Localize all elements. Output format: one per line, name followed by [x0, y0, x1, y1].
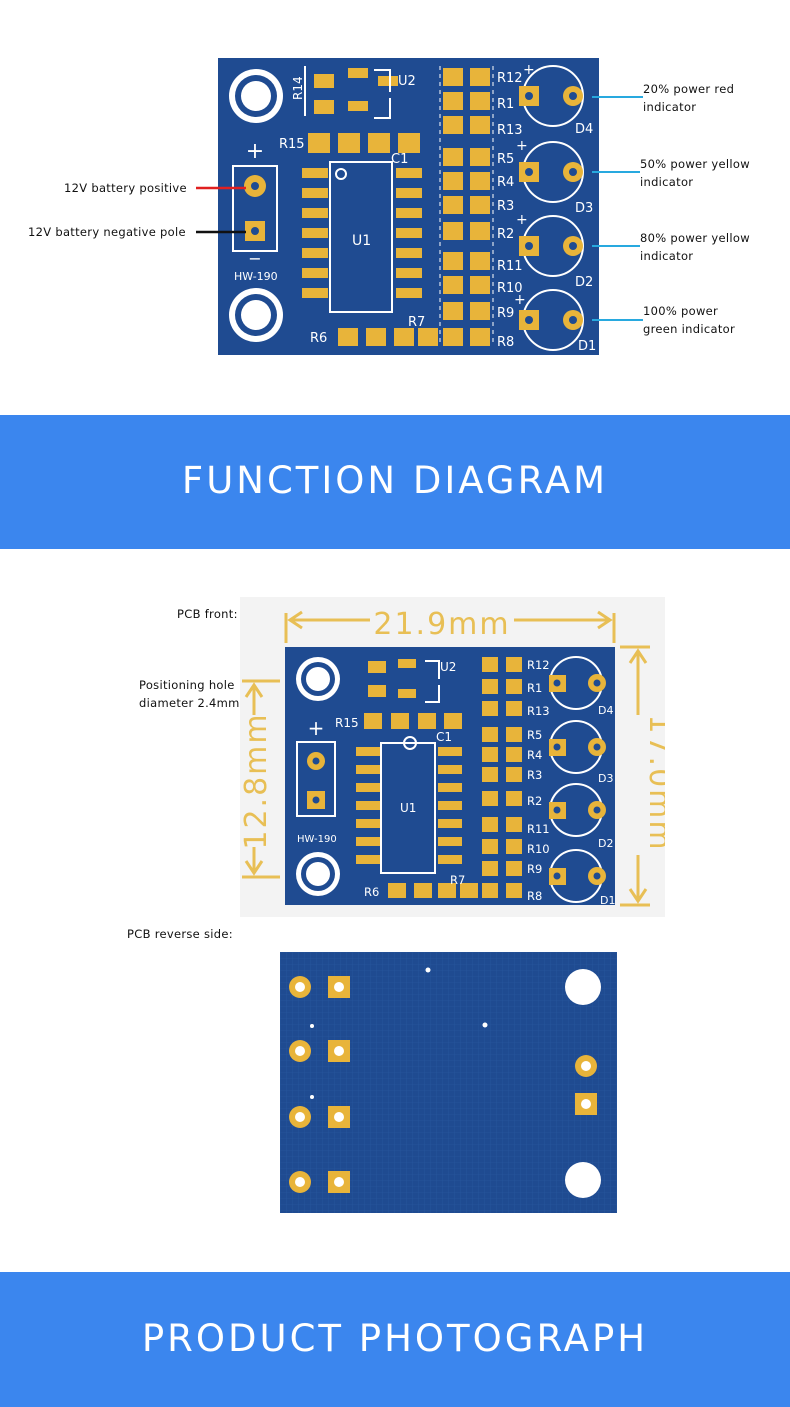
chip-label: U1 [352, 233, 371, 249]
svg-text:U1: U1 [400, 801, 416, 815]
model-label: HW-190 [234, 270, 278, 283]
svg-text:R11: R11 [497, 259, 523, 274]
minus-mark: − [248, 249, 261, 268]
svg-text:R5: R5 [527, 728, 542, 742]
led-d1: + D1 [514, 289, 596, 354]
d2-label-line1: 80% power yellow [640, 231, 750, 245]
dimension-lines [242, 610, 650, 907]
svg-text:R12: R12 [497, 71, 523, 86]
svg-text:+: + [516, 138, 528, 154]
hole-label-line2: diameter 2.4mm [139, 696, 240, 710]
svg-text:+: + [308, 716, 325, 740]
svg-text:R13: R13 [527, 704, 550, 718]
svg-text:R1: R1 [527, 681, 542, 695]
svg-text:C1: C1 [436, 730, 452, 744]
svg-text:+: + [516, 212, 528, 228]
product-photograph-banner: PRODUCT PHOTOGRAPH [0, 1272, 790, 1407]
plus-mark: + [246, 139, 264, 164]
svg-text:R8: R8 [497, 335, 514, 350]
right-height-dimension: 17.0mm [642, 714, 665, 851]
battery-negative-label: 12V battery negative pole [28, 225, 186, 239]
svg-text:R3: R3 [527, 768, 542, 782]
pcb-reverse-photo [280, 952, 617, 1213]
svg-text:R15: R15 [335, 716, 359, 730]
svg-text:R8: R8 [527, 889, 542, 903]
led-d2: + D2 [516, 212, 593, 290]
d3-label-line2: indicator [640, 175, 694, 189]
svg-text:R15: R15 [279, 137, 305, 152]
function-diagram-title: FUNCTION DIAGRAM [181, 459, 609, 502]
mounting-hole-bottom [229, 288, 283, 342]
svg-text:+: + [523, 62, 535, 78]
svg-text:D3: D3 [575, 201, 593, 216]
mounting-hole-top [229, 69, 283, 123]
battery-positive-label: 12V battery positive [64, 181, 187, 195]
width-dimension: 21.9mm [373, 607, 510, 642]
svg-text:R10: R10 [527, 842, 550, 856]
function-diagram-banner: FUNCTION DIAGRAM [0, 415, 790, 549]
svg-text:R10: R10 [497, 281, 523, 296]
svg-text:R6: R6 [364, 885, 379, 899]
led-d4: + D4 [519, 62, 593, 137]
svg-text:D2: D2 [598, 837, 613, 850]
d2-label-line2: indicator [640, 249, 694, 263]
svg-text:C1: C1 [391, 152, 408, 167]
svg-text:R9: R9 [527, 862, 542, 876]
svg-text:+: + [514, 292, 526, 308]
svg-text:D1: D1 [578, 339, 596, 354]
pcb-front-diagram: + − HW-190 U2 R14 R15 C1 U1 [218, 58, 599, 355]
d4-label-line1: 20% power red [643, 82, 735, 96]
hole-label-line1: Positioning hole [139, 678, 235, 692]
svg-text:U2: U2 [398, 74, 416, 89]
d1-label-line2: green indicator [643, 322, 735, 336]
svg-text:R7: R7 [408, 315, 425, 330]
svg-text:D1: D1 [600, 894, 615, 907]
svg-text:R7: R7 [450, 873, 465, 887]
product-photograph-title: PRODUCT PHOTOGRAPH [141, 1317, 649, 1360]
svg-text:R4: R4 [497, 175, 514, 190]
svg-text:R14: R14 [291, 76, 305, 100]
svg-text:D4: D4 [598, 704, 613, 717]
svg-text:R4: R4 [527, 748, 542, 762]
leader-lines [196, 96, 643, 321]
left-height-dimension: 12.8mm [240, 712, 274, 849]
d4-label-line2: indicator [643, 100, 697, 114]
svg-text:R3: R3 [497, 199, 514, 214]
svg-text:HW-190: HW-190 [297, 834, 337, 845]
svg-text:R6: R6 [310, 331, 327, 346]
svg-text:U2: U2 [440, 660, 456, 674]
svg-text:R5: R5 [497, 152, 514, 167]
svg-text:R12: R12 [527, 658, 550, 672]
d3-label-line1: 50% power yellow [640, 157, 750, 171]
pcb-reverse-label: PCB reverse side: [127, 927, 233, 941]
svg-text:R1: R1 [497, 97, 514, 112]
svg-text:R13: R13 [497, 123, 523, 138]
svg-text:D3: D3 [598, 772, 613, 785]
svg-text:R9: R9 [497, 306, 514, 321]
svg-text:D2: D2 [575, 275, 593, 290]
pcb-front-label: PCB front: [177, 607, 238, 621]
svg-text:R2: R2 [497, 227, 514, 242]
svg-text:D4: D4 [575, 122, 593, 137]
svg-text:R11: R11 [527, 822, 550, 836]
svg-text:R2: R2 [527, 794, 542, 808]
led-d3: + D3 [516, 138, 593, 216]
d1-label-line1: 100% power [643, 304, 719, 318]
